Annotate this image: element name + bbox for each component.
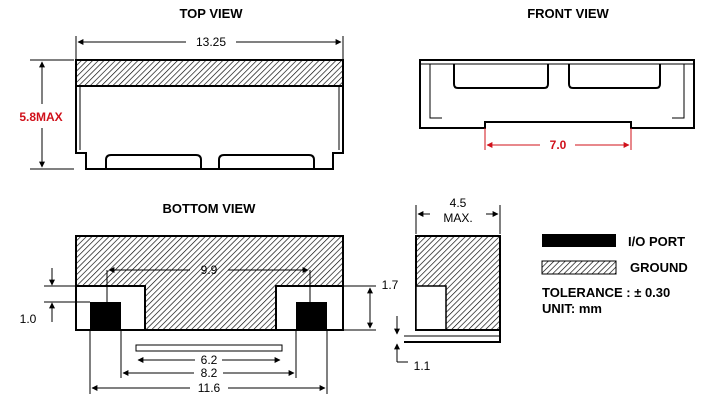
side-4-5-label: 4.5: [450, 196, 467, 210]
unit-label: UNIT: mm: [542, 301, 602, 316]
bottom-11-6-label: 11.6: [198, 381, 221, 395]
ground-legend-label: GROUND: [630, 260, 688, 275]
io-port-pad-left: [90, 302, 121, 330]
front-view: 7.0: [419, 59, 695, 152]
top-width-label: 13.25: [196, 35, 226, 49]
bottom-inner-label: 9.9: [201, 263, 218, 277]
side-max-label: MAX.: [443, 211, 472, 225]
io-port-swatch: [542, 234, 616, 247]
tolerance-label: TOLERANCE : ± 0.30: [542, 285, 670, 300]
side-view: 4.5 MAX. 1.1: [394, 196, 501, 373]
legend: I/O PORT GROUND TOLERANCE : ± 0.30 UNIT:…: [541, 234, 688, 316]
bottom-view-title: BOTTOM VIEW: [163, 201, 257, 216]
front-view-title: FRONT VIEW: [527, 6, 609, 21]
side-1-1-label: 1.1: [414, 359, 431, 373]
front-gap-label: 7.0: [550, 138, 567, 152]
bottom-1-0-label: 1.0: [20, 312, 37, 326]
ground-swatch: [541, 260, 617, 275]
io-port-legend-label: I/O PORT: [628, 234, 685, 249]
bottom-1-7-label: 1.7: [382, 278, 399, 292]
top-view-title: TOP VIEW: [179, 6, 243, 21]
bottom-6-2-label: 6.2: [201, 353, 218, 367]
top-view: 13.25 5.8MAX: [19, 35, 344, 170]
io-port-pad-right: [296, 302, 327, 330]
top-height-label: 5.8MAX: [19, 110, 62, 124]
bottom-view: 9.9 1.0 1.7 6.2 8.2 11.6: [20, 235, 399, 395]
bottom-8-2-label: 8.2: [201, 366, 218, 380]
